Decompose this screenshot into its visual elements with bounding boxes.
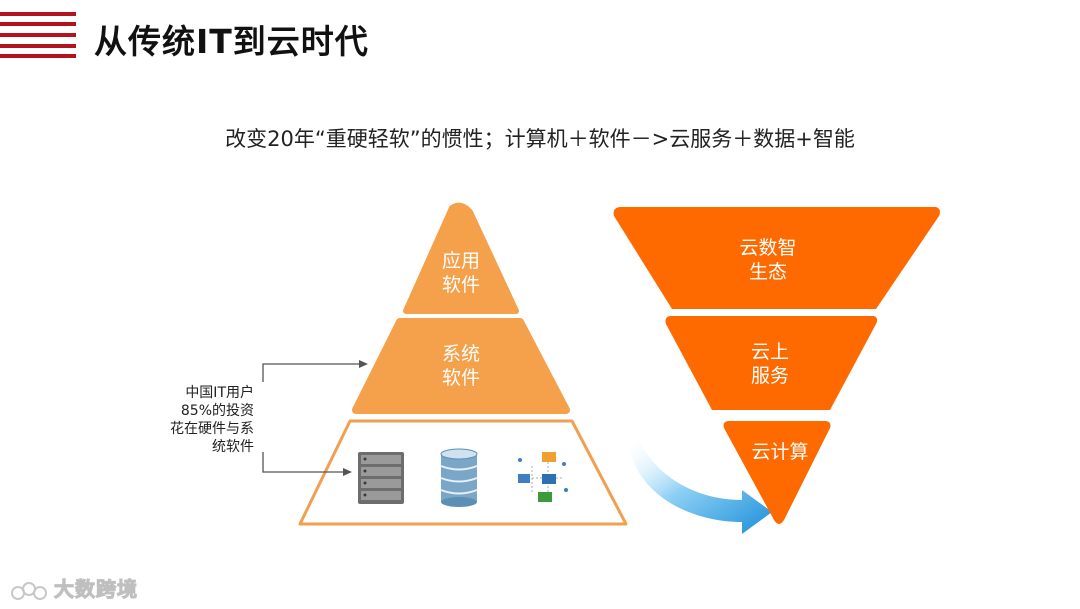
pyramid-system-line1: 系统 [441, 343, 480, 365]
page-subtitle: 改变20年“重硬轻软”的惯性；计算机＋软件－>云服务＋数据+智能 [225, 127, 855, 151]
pyramid-system-label: 系统 软件 [421, 342, 501, 390]
funnel-computing-line1: 云计算 [751, 441, 809, 463]
funnel-ecosystem-line2: 生态 [748, 261, 787, 283]
funnel-tier-ecosystem [613, 207, 940, 309]
header-stripes-logo [0, 12, 76, 58]
server-rack-icon [358, 452, 404, 504]
pyramid-system-line2: 软件 [441, 367, 480, 389]
watermark-logo-icon [11, 581, 47, 600]
network-diagram-icon [518, 452, 568, 502]
note-line-1: 中国IT用户 [185, 385, 254, 401]
note-line-4: 统软件 [212, 439, 254, 455]
funnel-computing-label: 云计算 [738, 440, 822, 464]
page-title: 从传统IT到云时代 [94, 22, 369, 61]
note-connector-arrows [262, 363, 362, 473]
arrow-head-down [343, 468, 352, 476]
funnel-tier-computing [723, 421, 831, 524]
pyramid-apps-line2: 软件 [441, 274, 480, 296]
funnel-ecosystem-label: 云数智 生态 [726, 236, 810, 284]
pyramid-apps-label: 应用 软件 [421, 249, 501, 297]
funnel-services-label: 云上 服务 [730, 340, 810, 388]
pyramid-apps-line1: 应用 [441, 250, 480, 272]
pyramid-tier-apps [403, 202, 519, 314]
transition-arrow [630, 436, 772, 534]
watermark: 大数跨境 [10, 573, 138, 603]
funnel-ecosystem-line1: 云数智 [739, 237, 797, 259]
funnel-tier-services [665, 316, 878, 410]
database-icon [440, 448, 478, 507]
pyramid-tier-system [352, 318, 570, 414]
watermark-text: 大数跨境 [54, 577, 138, 602]
funnel-services-line1: 云上 [750, 341, 789, 363]
note-line-3: 花在硬件与系 [170, 421, 254, 437]
arrow-head-up [359, 360, 368, 368]
note-line-2: 85%的投资 [180, 403, 254, 419]
investment-note: 中国IT用户 85%的投资 花在硬件与系 统软件 [150, 384, 254, 456]
funnel-services-line2: 服务 [750, 365, 789, 387]
